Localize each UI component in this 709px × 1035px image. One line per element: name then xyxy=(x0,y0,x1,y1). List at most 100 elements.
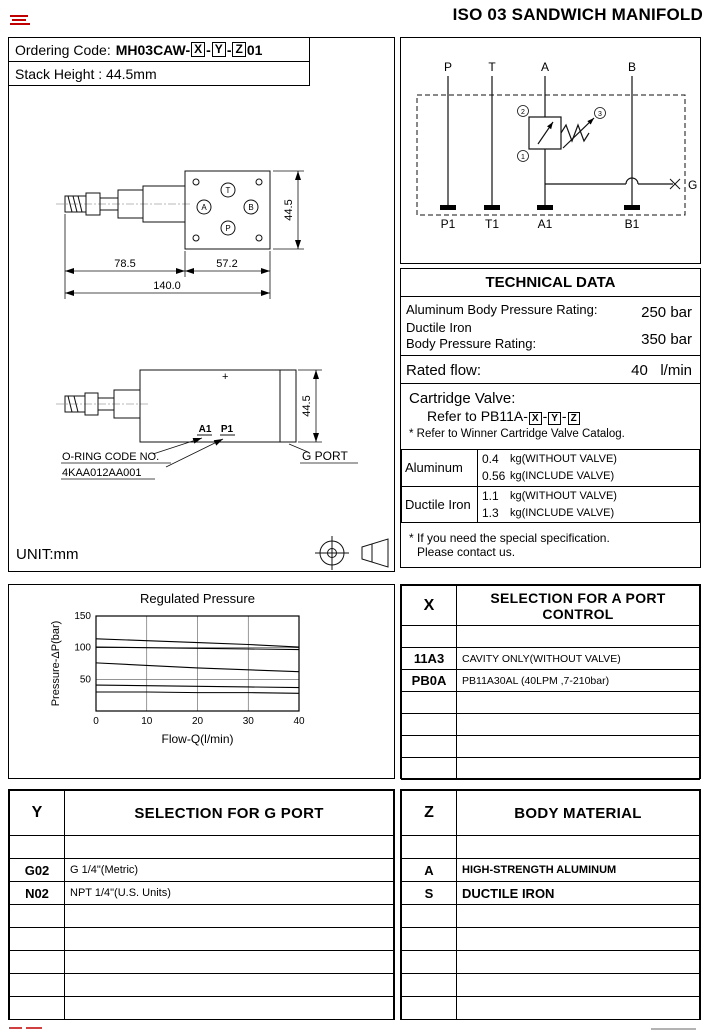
port-b-label: B xyxy=(248,203,253,212)
code-cell xyxy=(9,904,65,928)
code-cell: 11A3 xyxy=(401,647,457,670)
plug-x-icon xyxy=(669,178,681,190)
stack-height-label: Stack Height : 44.5mm xyxy=(15,65,157,82)
port-pads xyxy=(440,205,640,210)
page-title: ISO 03 SANDWICH MANIFOLD xyxy=(452,5,703,24)
code-cell xyxy=(401,691,457,714)
desc-cell xyxy=(64,927,394,951)
code-cell: N02 xyxy=(9,881,65,905)
port-t1-label: T1 xyxy=(485,217,499,231)
refer-sep2: - xyxy=(561,408,567,424)
g-port-label: G PORT xyxy=(302,449,348,463)
weight-unit: kg(INCLUDE VALVE) xyxy=(510,470,615,483)
cartridge-outline xyxy=(64,185,186,223)
code-cell xyxy=(401,625,457,648)
dimension-drawing-side-view: + A1 P1 O-RING CODE NO. 4KAA012AA001 G P… xyxy=(56,369,358,480)
desc-cell xyxy=(456,904,700,928)
svg-text:50: 50 xyxy=(80,674,92,685)
desc-cell xyxy=(456,625,700,648)
desc-cell xyxy=(456,757,700,780)
side-labels: + A1 P1 O-RING CODE NO. 4KAA012AA001 G P… xyxy=(62,371,348,479)
table-key: Z xyxy=(401,790,457,836)
p1-label: P1 xyxy=(221,424,234,435)
desc-cell xyxy=(64,996,394,1020)
oring-code-value: 4KAA012AA001 xyxy=(62,467,142,479)
code-cell: A xyxy=(401,858,457,882)
oring-code-label: O-RING CODE NO. xyxy=(62,451,159,463)
code-cell: S xyxy=(401,881,457,905)
code-cell xyxy=(401,735,457,758)
schematic-panel: P T A B P1 T1 A1 B1 G 2 1 3 xyxy=(400,37,701,264)
cartridge-valve-label: Cartridge Valve: xyxy=(409,390,516,407)
cartridge-refer-line: Refer to PB11A-X-Y-Z xyxy=(427,408,581,425)
iron-rating-value: 350 bar xyxy=(641,331,692,348)
cone-symbol-icon xyxy=(361,538,389,568)
port-t-top-label: T xyxy=(488,60,496,74)
brand-logo-mark xyxy=(10,15,30,25)
item-3-label: 3 xyxy=(598,111,602,118)
table-row xyxy=(401,996,700,1020)
series-setting-low-2 xyxy=(96,691,300,694)
table-row xyxy=(401,835,700,859)
chart-ylabel: Pressure-ΔP(bar) xyxy=(50,621,62,707)
desc-cell: G 1/4"(Metric) xyxy=(64,858,394,882)
table-row xyxy=(9,950,394,974)
refer-y: Y xyxy=(548,412,561,425)
port-a-top-label: A xyxy=(541,60,549,74)
iron-rating-label-2: Body Pressure Rating: xyxy=(406,336,537,351)
weight-value: 0.56 xyxy=(482,469,506,484)
weight-value: 1.3 xyxy=(482,505,499,520)
port-p1-label: P1 xyxy=(441,217,456,231)
dim-total-label: 140.0 xyxy=(153,280,181,292)
table-row xyxy=(401,691,700,714)
side-body-outline xyxy=(64,369,297,443)
divider xyxy=(401,296,700,297)
table-row xyxy=(401,950,700,974)
desc-cell xyxy=(64,904,394,928)
series-setting-high-2 xyxy=(95,646,300,651)
table-row xyxy=(9,973,394,997)
table-row xyxy=(401,713,700,736)
unit-label: UNIT:mm xyxy=(16,546,79,563)
side-dim-height-label: 44.5 xyxy=(301,395,313,416)
technical-data-panel: TECHNICAL DATA Aluminum Body Pressure Ra… xyxy=(400,268,701,568)
table-row xyxy=(9,904,394,928)
series-setting-high-1 xyxy=(95,638,300,648)
weight-unit: kg(WITHOUT VALVE) xyxy=(510,489,617,502)
adjust-arrow-icon xyxy=(562,117,595,149)
table-title: SELECTION FOR A PORT CONTROL xyxy=(456,585,700,626)
item-numbers: 2 1 3 xyxy=(521,109,602,161)
schematic-labels: P T A B P1 T1 A1 B1 xyxy=(441,60,640,231)
svg-text:0: 0 xyxy=(93,716,99,727)
table-row xyxy=(401,757,700,780)
sandwich-envelope xyxy=(416,94,686,216)
svg-text:20: 20 xyxy=(192,716,204,727)
desc-cell xyxy=(456,835,700,859)
rated-flow-label: Rated flow: xyxy=(406,362,482,379)
svg-text:30: 30 xyxy=(243,716,255,727)
weight-material: Aluminum xyxy=(401,449,478,487)
item-2-label: 2 xyxy=(521,109,525,116)
desc-cell xyxy=(456,927,700,951)
code-cell xyxy=(401,835,457,859)
code-x: X xyxy=(191,42,206,57)
refer-sep1: - xyxy=(542,408,548,424)
code-cell xyxy=(401,757,457,780)
refer-z: Z xyxy=(567,412,580,425)
chart-title: Regulated Pressure xyxy=(140,591,255,606)
projection-symbols xyxy=(315,536,389,570)
table-key: Y xyxy=(9,790,65,836)
code-cell xyxy=(401,996,457,1020)
code-cell: G02 xyxy=(9,858,65,882)
desc-cell: DUCTILE IRON xyxy=(456,881,700,905)
desc-cell: CAVITY ONLY(WITHOUT VALVE) xyxy=(456,647,700,670)
